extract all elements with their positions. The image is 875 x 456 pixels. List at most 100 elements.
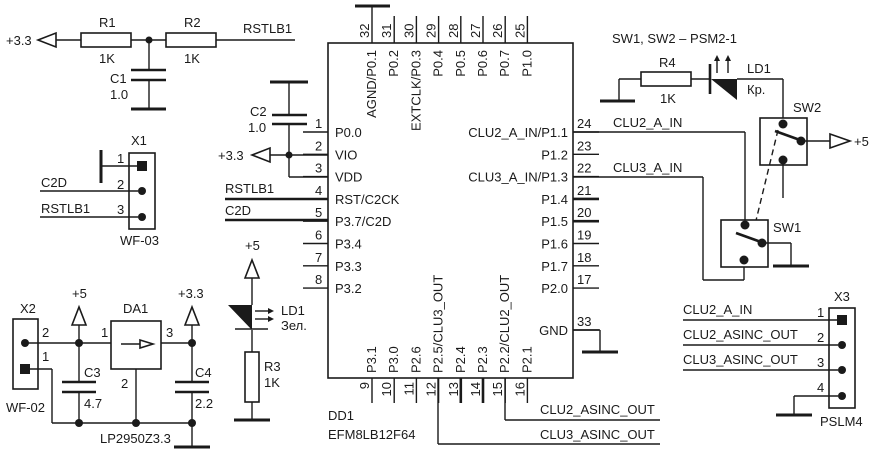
dd1-pin-number: 24 — [577, 116, 591, 131]
net-label-c2d: C2D — [225, 203, 251, 218]
svg-text:3: 3 — [166, 325, 173, 340]
dd1-pin-name: P2.1 — [519, 346, 534, 373]
dd1-pin-name: GND — [539, 323, 568, 338]
dd1-pin-name: P2.2/CLU2_OUT — [497, 275, 512, 373]
c2-ref: C2 — [250, 104, 267, 119]
dd1-pin-number: 16 — [512, 382, 527, 396]
dd1-pin-name: P3.2 — [335, 281, 362, 296]
power-arrow-icon — [183, 304, 201, 326]
power-indicator: +5 LD1 Зел. R3 1K — [228, 238, 307, 422]
sw2-ref: SW2 — [793, 100, 821, 115]
r4-value: 1K — [660, 91, 676, 106]
dd1-pin-name: P3.0 — [386, 346, 401, 373]
switch-indicator: SW1, SW2 – PSM2-1 R4 1K LD1 Кр. SW2 +5 S… — [600, 31, 869, 268]
c2-value: 1.0 — [248, 120, 266, 135]
dd1-pin-number: 28 — [446, 24, 461, 38]
dd1-pin-number: 21 — [577, 183, 591, 198]
decoupling-c2: C2 1.0 +3.3 RSTLB1 C2D — [218, 80, 328, 222]
power-arrow-icon — [70, 304, 88, 326]
power-label-5v: +5 — [72, 286, 87, 301]
dd1-pin-name: P2.3 — [475, 346, 490, 373]
dd1-pin-number: 23 — [577, 138, 591, 153]
net-label-clu3-async-out: CLU3_ASINC_OUT — [683, 352, 798, 367]
net-label-rstlb1: RSTLB1 — [243, 21, 292, 36]
resistor-r3 — [244, 351, 260, 403]
r1-ref: R1 — [99, 15, 116, 30]
dd1-pin-name: EXTCLK/P0.3 — [408, 50, 423, 131]
dd1-pin-number: 32 — [357, 24, 372, 38]
dd1-pin-number: 22 — [577, 161, 591, 176]
dd1-pin-name: P2.5/CLU3_OUT — [431, 275, 446, 373]
dd1-pin-name: P0.0 — [335, 125, 362, 140]
x1-ref: X1 — [131, 133, 147, 148]
dd1-pin-name: P0.4 — [431, 50, 446, 77]
svg-text:2: 2 — [117, 177, 124, 192]
dd1-pin-number: 15 — [490, 382, 505, 396]
dd1-pin-name: P3.4 — [335, 237, 362, 252]
svg-text:2: 2 — [42, 325, 49, 340]
dd1-pin-number: 20 — [577, 205, 591, 220]
dd1-pin-name: P3.1 — [364, 346, 379, 373]
dd1-pin-number: 9 — [357, 382, 372, 389]
dd1-pin-name: P2.6 — [408, 346, 423, 373]
dd1-pin-number: 8 — [315, 272, 322, 287]
c4-ref: C4 — [195, 365, 212, 380]
dd1-pin-number: 11 — [401, 382, 416, 396]
x1-part: WF-03 — [120, 233, 159, 248]
power-label-5v: +5 — [245, 238, 260, 253]
dd1-pin-name: P0.6 — [475, 50, 490, 77]
net-label-c2d: C2D — [41, 175, 67, 190]
dd1-pin-name: P2.4 — [453, 346, 468, 373]
dd1-pin-number: 13 — [446, 382, 461, 396]
dd1-pin-number: 6 — [315, 228, 322, 243]
dd1-part: EFM8LB12F64 — [328, 427, 415, 442]
x3-part: PSLM4 — [820, 414, 863, 429]
dd1-pin-number: 7 — [315, 250, 322, 265]
resistor-r4 — [640, 71, 692, 87]
connector-x1: X1 1 2 3 C2D RSTLB1 WF-03 — [40, 133, 159, 248]
svg-text:3: 3 — [817, 355, 824, 370]
dd1-pin-name: CLU2_A_IN/P1.1 — [468, 125, 568, 140]
dd1-pin-number: 4 — [315, 183, 322, 198]
svg-text:2: 2 — [121, 376, 128, 391]
svg-text:1: 1 — [42, 349, 49, 364]
dd1-pin-name: P1.4 — [541, 192, 568, 207]
dd1-pin-number: 2 — [315, 138, 322, 153]
r3-value: 1K — [264, 375, 280, 390]
dd1-pin-number: 19 — [577, 228, 591, 243]
x2-ref: X2 — [20, 301, 36, 316]
dd1-pin-name: P3.3 — [335, 259, 362, 274]
dd1-pin-name: VIO — [335, 147, 357, 162]
mcu-dd1: 1P0.02VIO3VDD4RST/C2CK5P3.7/C2D6P3.47P3.… — [303, 4, 746, 445]
r2-value: 1K — [184, 51, 200, 66]
ld1-green-ref: LD1 — [281, 303, 305, 318]
svg-text:4: 4 — [817, 380, 824, 395]
power-arrow-icon — [243, 257, 261, 279]
c1-value: 1.0 — [110, 87, 128, 102]
switch-note: SW1, SW2 – PSM2-1 — [612, 31, 737, 46]
dd1-pin-number: 18 — [577, 250, 591, 265]
power-label-3v3: +3.3 — [178, 286, 204, 301]
dd1-pin-number: 33 — [577, 314, 591, 329]
connector-x3: X3 CLU2_A_IN CLU2_ASINC_OUT CLU3_ASINC_O… — [683, 289, 863, 429]
dd1-pin-number: 1 — [315, 116, 322, 131]
dd1-pin-name: CLU3_A_IN/P1.3 — [468, 170, 568, 185]
r2-ref: R2 — [184, 15, 201, 30]
c4-value: 2.2 — [195, 396, 213, 411]
resistor-r1 — [80, 32, 132, 48]
dd1-pin-number: 5 — [315, 205, 322, 220]
ld1-red-color: Кр. — [747, 82, 765, 97]
net-label-clu3-a-in: CLU3_A_IN — [613, 160, 682, 175]
resistor-r2 — [165, 32, 217, 48]
power-supply: X2 2 1 WF-02 +5 C3 4.7 DA1 1 3 2 LP2950Z… — [6, 286, 213, 449]
dd1-ref: DD1 — [328, 408, 354, 423]
svg-text:2: 2 — [817, 330, 824, 345]
dd1-pin-name: P2.0 — [541, 281, 568, 296]
ld1-red-ref: LD1 — [747, 61, 771, 76]
c3-value: 4.7 — [84, 396, 102, 411]
pin1-square — [137, 161, 147, 171]
r4-ref: R4 — [659, 55, 676, 70]
power-arrow-icon — [249, 146, 271, 164]
x2-part: WF-02 — [6, 400, 45, 415]
